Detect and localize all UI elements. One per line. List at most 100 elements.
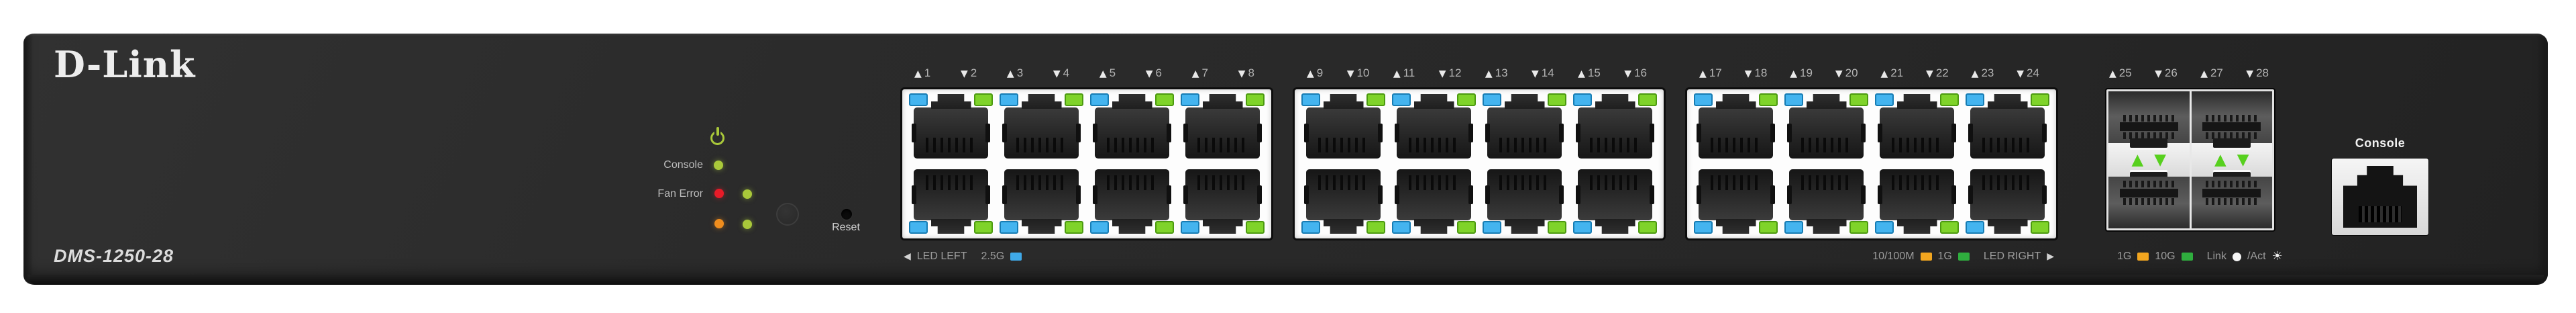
rj45-jack <box>1697 94 1775 159</box>
sfp-slot-top[interactable] <box>2108 91 2190 143</box>
green-swatch-icon <box>1957 253 1970 261</box>
rj45-port-17[interactable] <box>1694 93 1778 159</box>
port-label-13: ▲13 <box>1485 66 1508 79</box>
rj45-port-19[interactable] <box>1784 93 1868 159</box>
port-21-right-led <box>1940 93 1959 106</box>
port-label-23: ▲23 <box>1971 66 1994 79</box>
rj45-port-24[interactable] <box>1966 169 2049 234</box>
rj45-port-12[interactable] <box>1392 169 1476 234</box>
rj45-jack <box>1787 94 1866 159</box>
up-triangle-icon: ▲ <box>914 68 922 79</box>
rj45-port-18[interactable] <box>1694 169 1778 234</box>
sfp-slot-bar <box>2202 189 2261 197</box>
jack-latch-right <box>1770 124 1775 142</box>
sfp-slot-bar <box>2202 122 2261 131</box>
port-panel <box>902 89 1271 238</box>
rj45-port-8[interactable] <box>1181 169 1265 234</box>
jack-latch-left <box>1968 185 1973 204</box>
port-led-row <box>1694 93 1778 107</box>
rj45-port-11[interactable] <box>1392 93 1476 159</box>
down-triangle-icon: ▼ <box>1531 68 1539 79</box>
jack-latch-right <box>1076 185 1081 204</box>
jack-latch-right <box>1167 185 1171 204</box>
sfp-up-arrow-icon: ▲ <box>2131 150 2144 169</box>
rj45-port-1[interactable] <box>909 93 993 159</box>
rj45-port-21[interactable] <box>1875 93 1959 159</box>
port-2-left-led <box>909 221 928 234</box>
port-17-left-led <box>1694 93 1713 106</box>
jack-latch-right <box>1468 185 1473 204</box>
jack-pins <box>925 175 977 190</box>
port-23-left-led <box>1966 93 1984 106</box>
rj45-jack <box>1183 94 1262 159</box>
rj45-port-13[interactable] <box>1483 93 1566 159</box>
port-3-right-led <box>1065 93 1083 106</box>
rj45-port-23[interactable] <box>1966 93 2049 159</box>
rj45-port-3[interactable] <box>1000 93 1083 159</box>
rj45-port-9[interactable] <box>1301 93 1385 159</box>
rj45-jack <box>1304 169 1383 234</box>
rj45-jack <box>1485 94 1564 159</box>
port-24-right-led <box>2031 221 2049 234</box>
sfp-cage-27-28[interactable]: ▲▼ <box>2191 91 2272 228</box>
jack-latch-left <box>1485 124 1490 142</box>
port-6-left-led <box>1090 221 1109 234</box>
jack-tab <box>1896 219 1937 234</box>
jack-latch-right <box>1378 185 1383 204</box>
jack-tab <box>1112 219 1152 234</box>
rj45-jack <box>1002 94 1081 159</box>
console-port[interactable] <box>2332 159 2428 235</box>
port-column <box>1962 93 2053 234</box>
reset-button[interactable] <box>841 209 852 220</box>
jack-latch-left <box>1002 124 1007 142</box>
jack-pins <box>1318 175 1369 190</box>
sfp-slot-bottom[interactable] <box>2108 177 2190 228</box>
sfp-slot-pins <box>2206 115 2258 122</box>
rj45-port-20[interactable] <box>1784 169 1868 234</box>
port-led-row <box>1181 93 1265 107</box>
port-label-26: ▼26 <box>2155 66 2178 79</box>
jack-tab <box>1987 94 2028 109</box>
recessed-button[interactable] <box>776 203 799 226</box>
port-led-row <box>1000 221 1083 234</box>
rj45-port-6[interactable] <box>1090 169 1174 234</box>
port-panel <box>1687 89 2056 238</box>
port-label-22: ▼22 <box>1926 66 1949 79</box>
sfp-slot-top[interactable] <box>2191 91 2272 143</box>
rj45-port-22[interactable] <box>1875 169 1959 234</box>
port-10-right-led <box>1366 221 1385 234</box>
rj45-port-15[interactable] <box>1573 93 1657 159</box>
sfp-slot-pins <box>2123 181 2175 187</box>
jack-tab <box>1806 94 1847 109</box>
rj45-port-10[interactable] <box>1301 169 1385 234</box>
jack-latch-right <box>1257 185 1262 204</box>
sfp-up-arrow-icon: ▲ <box>2214 150 2226 169</box>
rj45-port-16[interactable] <box>1573 169 1657 234</box>
rj45-jack <box>1968 94 2047 159</box>
rj45-port-2[interactable] <box>909 169 993 234</box>
link-text: Link <box>2206 251 2226 262</box>
jack-latch-right <box>1076 124 1081 142</box>
down-triangle-icon: ▼ <box>2017 68 2025 79</box>
jack-latch-left <box>1395 185 1399 204</box>
rj45-port-14[interactable] <box>1483 169 1566 234</box>
sfp-down-arrow-icon: ▼ <box>2237 150 2249 169</box>
sfp-orange-swatch-icon <box>2137 253 2149 261</box>
jack-pins <box>1318 138 1369 152</box>
rj45-port-7[interactable] <box>1181 93 1265 159</box>
jack-pins <box>1982 175 2033 190</box>
up-triangle-icon: ▲ <box>1880 68 1888 79</box>
sfp-cage-25-26[interactable]: ▲▼ <box>2108 91 2190 228</box>
up-triangle-icon: ▲ <box>1006 68 1014 79</box>
port-column <box>1177 93 1268 234</box>
rj45-jack <box>1878 169 1956 234</box>
rj45-port-4[interactable] <box>1000 169 1083 234</box>
rj45-jack <box>1395 169 1473 234</box>
jack-pins <box>1801 175 1852 190</box>
rj45-port-5[interactable] <box>1090 93 1174 159</box>
port-label-4: ▼4 <box>1053 66 1070 79</box>
port-20-right-led <box>1849 221 1868 234</box>
port-17-right-led <box>1759 93 1778 106</box>
sfp-slot-bottom[interactable] <box>2191 177 2272 228</box>
model-label: DMS-1250-28 <box>54 246 174 266</box>
